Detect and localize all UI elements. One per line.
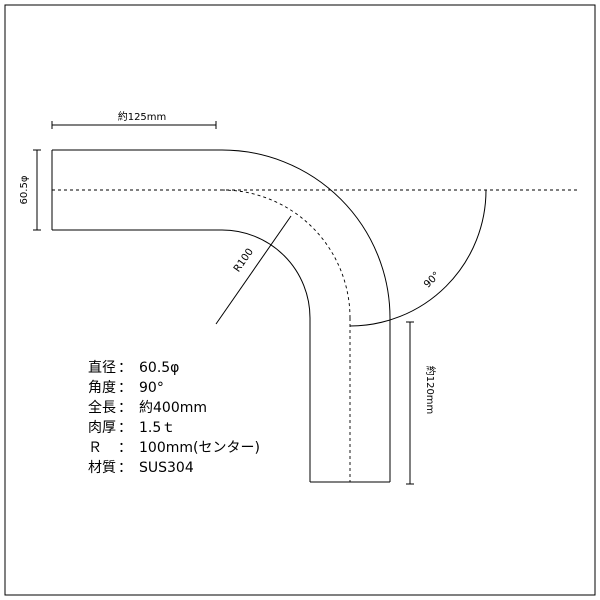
- spec-separator: ：: [118, 440, 132, 456]
- spec-label: Ｒ: [88, 440, 116, 456]
- spec-row-angle: 角度 ： 90°: [88, 380, 164, 396]
- spec-value: SUS304: [139, 460, 194, 476]
- spec-separator: ：: [118, 360, 132, 376]
- spec-label: 材質: [88, 460, 116, 476]
- spec-label: 直径: [88, 359, 116, 376]
- spec-label: 角度: [88, 380, 116, 396]
- spec-separator: ：: [118, 380, 132, 396]
- spec-value: 1.5ｔ: [139, 420, 175, 436]
- spec-row-thickness: 肉厚 ： 1.5ｔ: [88, 420, 175, 436]
- radius-label: R100: [232, 247, 256, 275]
- spec-value: 90°: [139, 380, 164, 396]
- spec-row-material: 材質 ： SUS304: [88, 460, 194, 476]
- spec-row-diameter: 直径 ： 60.5φ: [88, 359, 179, 376]
- spec-list: 直径 ： 60.5φ 角度 ： 90° 全長 ： 約400mm 肉厚 ： 1.5…: [88, 359, 260, 476]
- spec-row-radius: Ｒ ： 100mm(センター): [88, 440, 260, 456]
- bottom-length-label: 約120mm: [424, 366, 437, 415]
- spec-separator: ：: [118, 420, 132, 436]
- spec-value: 60.5φ: [139, 360, 179, 376]
- diameter-label: 60.5φ: [19, 175, 30, 204]
- spec-value: 100mm(センター): [139, 440, 260, 456]
- spec-value: 約400mm: [139, 400, 207, 416]
- angle-arc: [349, 189, 487, 327]
- spec-label: 全長: [88, 399, 116, 416]
- radius-leader-line: [215, 215, 292, 325]
- spec-separator: ：: [118, 400, 132, 416]
- pipe-outer-bend: [221, 149, 391, 319]
- pipe-inner-bend: [221, 229, 311, 319]
- angle-label: 90°: [422, 270, 442, 290]
- spec-label: 肉厚: [88, 420, 116, 436]
- spec-row-length: 全長 ： 約400mm: [88, 399, 207, 416]
- spec-separator: ：: [118, 460, 132, 476]
- border-rect: [4, 4, 596, 596]
- top-length-label: 約125mm: [118, 110, 167, 123]
